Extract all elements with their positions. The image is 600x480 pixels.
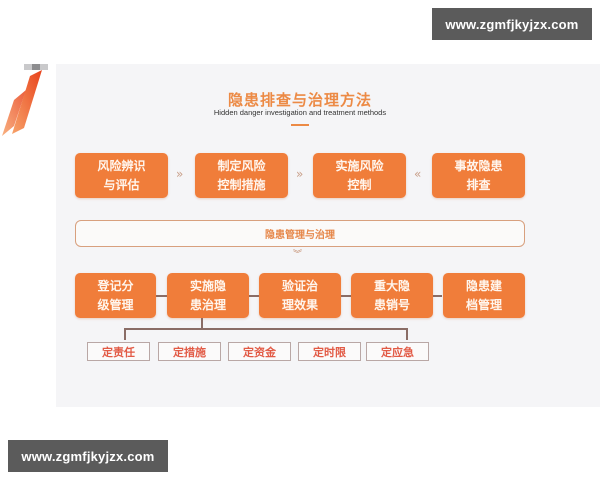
hazard-management-bar: 隐患管理与治理 [75, 220, 525, 247]
bracket-stem [201, 318, 203, 329]
step-risk-identification: 风险辨识 与评估 [75, 153, 168, 198]
process-archive-management: 隐患建 档管理 [443, 273, 525, 318]
bracket-bar [124, 328, 407, 330]
determination-time-limit: 定时限 [298, 342, 361, 361]
determination-measures: 定措施 [158, 342, 221, 361]
step-label-line1: 实施风险 [335, 158, 384, 173]
step-label-line2: 控制 [347, 177, 372, 192]
bracket-right-leg [406, 328, 408, 340]
step-label-line2: 控制措施 [217, 177, 266, 192]
double-chevron-right-icon: » [176, 167, 184, 181]
step-implement-control: 实施风险 控制 [313, 153, 406, 198]
determination-label: 定责任 [102, 345, 135, 359]
process-label-line2: 患销号 [373, 297, 410, 312]
process-label-line1: 隐患建 [465, 278, 502, 293]
process-implement-treatment: 实施隐 患治理 [167, 273, 249, 318]
step-label-line1: 风险辨识 [97, 158, 146, 173]
brand-swoosh-icon [2, 70, 42, 136]
bracket-left-leg [124, 328, 126, 340]
determination-label: 定资金 [243, 345, 276, 359]
process-label-line1: 验证治 [281, 278, 318, 293]
process-register-grade: 登记分 级管理 [75, 273, 156, 318]
determination-label: 定时限 [313, 345, 346, 359]
diagram-title: 隐患排查与治理方法 [227, 91, 372, 109]
determination-funds: 定资金 [228, 342, 291, 361]
step-label-line2: 排查 [466, 177, 491, 192]
connector-line [248, 295, 260, 297]
process-label-line1: 登记分 [97, 278, 134, 293]
connector-arrow [432, 295, 442, 297]
process-label-line2: 级管理 [97, 297, 134, 312]
step-hazard-investigation: 事故隐患 排查 [432, 153, 525, 198]
step-label-line1: 制定风险 [217, 158, 266, 173]
determination-responsibility: 定责任 [87, 342, 150, 361]
diagram-subtitle: Hidden danger investigation and treatmen… [213, 108, 387, 117]
watermark-bottom: www.zgmfjkyjzx.com [8, 440, 168, 472]
step-control-measures: 制定风险 控制措施 [195, 153, 288, 198]
connector-line [155, 295, 167, 297]
process-label-line1: 实施隐 [189, 278, 226, 293]
connector-line [340, 295, 352, 297]
step-label-line2: 与评估 [103, 177, 140, 192]
step-label-line1: 事故隐患 [454, 158, 503, 173]
title-underline [291, 124, 309, 126]
process-verify-effect: 验证治 理效果 [259, 273, 341, 318]
double-chevron-left-icon: « [414, 167, 422, 181]
process-label-line2: 患治理 [189, 297, 226, 312]
double-chevron-right-icon: » [296, 167, 304, 181]
hazard-management-label: 隐患管理与治理 [265, 230, 335, 241]
double-chevron-down-icon: ︾ [293, 250, 303, 260]
determination-emergency: 定应急 [366, 342, 429, 361]
process-label-line2: 理效果 [281, 297, 318, 312]
process-label-line2: 档管理 [465, 297, 502, 312]
determination-label: 定措施 [173, 345, 206, 359]
watermark-top: www.zgmfjkyjzx.com [432, 8, 592, 40]
corner-tab-decoration [24, 64, 48, 70]
process-label-line1: 重大隐 [373, 278, 410, 293]
process-major-hazard-closure: 重大隐 患销号 [351, 273, 433, 318]
determination-label: 定应急 [381, 345, 414, 359]
